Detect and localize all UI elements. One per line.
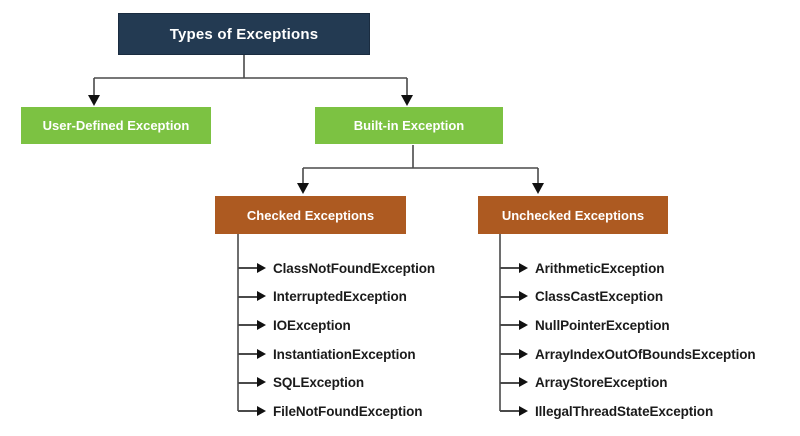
exception-label: InterruptedException — [273, 289, 407, 305]
arrow-down-icon — [401, 95, 413, 106]
list-item: ArrayIndexOutOfBoundsException — [500, 340, 756, 369]
exception-label: ClassCastException — [535, 289, 663, 305]
list-item: InterruptedException — [238, 283, 435, 312]
node-checked-exceptions: Checked Exceptions — [215, 196, 406, 234]
exception-label: IOException — [273, 317, 351, 333]
arrow-right-icon — [500, 348, 528, 359]
connector-root-split — [88, 55, 413, 106]
arrow-right-icon — [238, 319, 266, 330]
unchecked-exceptions-list: ArithmeticException ClassCastException N… — [500, 254, 756, 426]
node-types-of-exceptions: Types of Exceptions — [118, 13, 370, 55]
arrow-right-icon — [238, 348, 266, 359]
node-user-defined-exception: User-Defined Exception — [21, 107, 211, 144]
arrow-down-icon — [297, 183, 309, 194]
list-item: IllegalThreadStateException — [500, 397, 756, 426]
node-built-in-exception: Built-in Exception — [315, 107, 503, 144]
exception-label: NullPointerException — [535, 317, 670, 333]
list-item: ArrayStoreException — [500, 368, 756, 397]
arrow-right-icon — [500, 319, 528, 330]
arrow-right-icon — [238, 291, 266, 302]
list-item: ClassCastException — [500, 283, 756, 312]
exception-label: ClassNotFoundException — [273, 260, 436, 276]
arrow-right-icon — [238, 405, 266, 416]
node-label: Checked Exceptions — [246, 207, 375, 223]
arrow-right-icon — [500, 405, 528, 416]
arrow-right-icon — [238, 262, 266, 273]
node-label: Types of Exceptions — [169, 25, 319, 43]
list-item: ClassNotFoundException — [238, 254, 435, 283]
node-label: Unchecked Exceptions — [501, 207, 645, 223]
arrow-down-icon — [532, 183, 544, 194]
arrow-right-icon — [500, 377, 528, 388]
list-item: ArithmeticException — [500, 254, 756, 283]
checked-exceptions-list: ClassNotFoundException InterruptedExcept… — [238, 254, 435, 426]
arrow-right-icon — [238, 377, 266, 388]
list-item: IOException — [238, 311, 435, 340]
exception-label: ArrayStoreException — [535, 375, 668, 391]
node-label: User-Defined Exception — [42, 118, 190, 133]
exception-label: ArithmeticException — [535, 260, 665, 276]
exception-label: SQLException — [273, 375, 365, 391]
list-item: FileNotFoundException — [238, 397, 435, 426]
node-unchecked-exceptions: Unchecked Exceptions — [478, 196, 668, 234]
list-item: SQLException — [238, 368, 435, 397]
arrow-down-icon — [88, 95, 100, 106]
exception-label: ArrayIndexOutOfBoundsException — [535, 346, 756, 362]
exception-label: IllegalThreadStateException — [535, 403, 714, 419]
arrow-right-icon — [500, 262, 528, 273]
exception-label: InstantiationException — [273, 346, 416, 362]
node-label: Built-in Exception — [353, 118, 465, 133]
list-item: InstantiationException — [238, 340, 435, 369]
connector-builtin-split — [297, 145, 544, 194]
arrow-right-icon — [500, 291, 528, 302]
list-item: NullPointerException — [500, 311, 756, 340]
exception-label: FileNotFoundException — [273, 403, 423, 419]
